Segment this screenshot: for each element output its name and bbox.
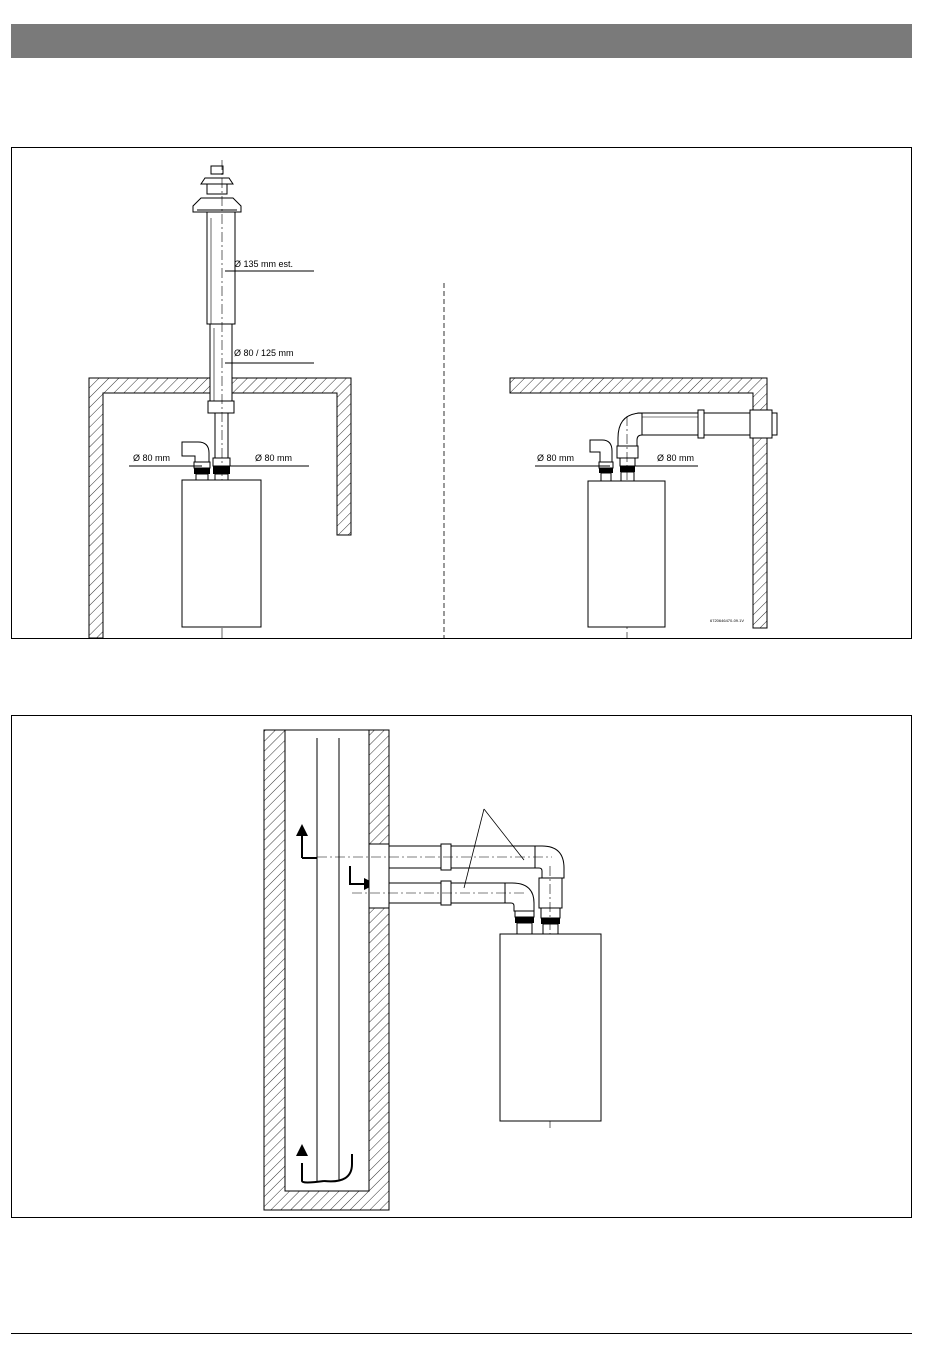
chimney-shaft: [264, 730, 389, 1210]
drawing-code: 6720646470-09.1V: [710, 618, 744, 623]
figure-vertical-and-horizontal-flue: Ø 135 mm est. Ø 80 / 125 mm Ø 80 mm Ø 80…: [11, 147, 912, 639]
label-concentric-diameter: Ø 80 / 125 mm: [234, 348, 294, 358]
left-air-elbow: [182, 442, 210, 480]
label-left-pipe: Ø 80 mm: [133, 453, 170, 463]
footer-rule: [11, 1333, 912, 1334]
label-right-panel-right-pipe: Ø 80 mm: [657, 453, 694, 463]
right-boiler: [588, 481, 665, 627]
flue-diagram-2: [12, 716, 911, 1217]
label-right-pipe: Ø 80 mm: [255, 453, 292, 463]
label-right-panel-left-pipe: Ø 80 mm: [537, 453, 574, 463]
right-panel-horizontal-flue: Ø 80 mm Ø 80 mm 6720646470-09.1V: [510, 378, 777, 638]
label-terminal-diameter: Ø 135 mm est.: [234, 259, 293, 269]
left-panel-vertical-flue: Ø 135 mm est. Ø 80 / 125 mm Ø 80 mm Ø 80…: [89, 160, 351, 638]
figure-chimney-duct-flue: [11, 715, 912, 1218]
header-bar: [11, 24, 912, 58]
lower-air-pipe: [389, 881, 534, 934]
flue-diagram-1: Ø 135 mm est. Ø 80 / 125 mm Ø 80 mm Ø 80…: [12, 148, 911, 638]
left-boiler: [182, 480, 261, 627]
boiler: [500, 934, 601, 1121]
roof-terminal: [193, 166, 241, 212]
